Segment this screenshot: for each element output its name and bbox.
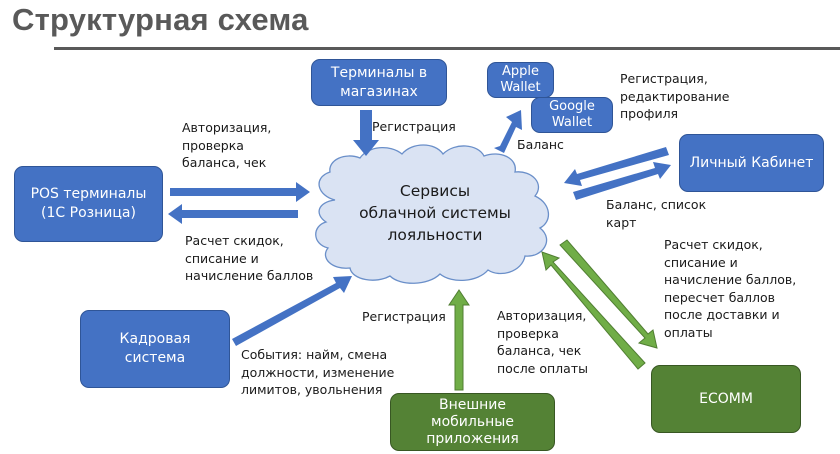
node-label: Внешние мобильные приложения (426, 396, 519, 447)
node-apple-wallet: Apple Wallet (487, 62, 554, 98)
arrow-mobile-to-cloud (448, 289, 470, 391)
arrow-cabinet-to-cloud (564, 147, 669, 186)
node-label: Кадровая система (119, 331, 191, 366)
label-terminals-registration: Регистрация (372, 119, 456, 134)
node-mobile-apps: Внешние мобильные приложения (390, 393, 555, 451)
node-label: Apple Wallet (500, 64, 541, 95)
slide-title: Структурная схема (12, 2, 309, 37)
node-pos-terminals: POS терминалы (1С Розница) (14, 166, 163, 242)
node-personal-cabinet: Личный Кабинет (679, 134, 824, 192)
label-cabinet-registration: Регистрация, редактирование профиля (620, 71, 730, 121)
arrow-cloud-to-ecomm (559, 239, 658, 349)
label-cabinet-balance: Баланс, список карт (606, 197, 707, 230)
arrow-terminals-to-cloud (353, 110, 379, 156)
arrow-hr-to-cloud (232, 276, 352, 346)
label-ecomm-discounts: Расчет скидок, списание и начисление бал… (664, 237, 797, 340)
label-wallet-balance: Баланс (517, 137, 564, 152)
node-ecomm: ECOMM (651, 365, 801, 433)
arrow-cloud-to-wallets (494, 110, 522, 153)
arrow-pos-to-cloud (170, 182, 310, 202)
arrow-cloud-to-cabinet (573, 162, 671, 200)
node-label: Личный Кабинет (689, 154, 814, 171)
node-label: POS терминалы (1С Розница) (30, 186, 147, 221)
label-pos-authorization: Авторизация, проверка баланса, чек (182, 120, 272, 170)
node-label: ECOMM (699, 390, 753, 407)
arrow-ecomm-to-cloud (541, 251, 646, 370)
node-google-wallet: Google Wallet (531, 97, 613, 133)
label-pos-discounts: Расчет скидок, списание и начисление бал… (185, 233, 314, 283)
arrow-cloud-to-pos (168, 204, 298, 224)
node-label: Терминалы в магазинах (330, 64, 428, 100)
loyalty-cloud-services: Сервисы облачной системы лояльности (359, 182, 511, 244)
node-store-terminals: Терминалы в магазинах (311, 59, 447, 106)
title-underline (54, 47, 840, 50)
cloud-shape (315, 144, 550, 284)
label-hr-events: События: найм, смена должности, изменени… (241, 347, 395, 397)
node-hr-system: Кадровая система (80, 310, 230, 388)
label-ecomm-authorization: Авторизация, проверка баланса, чек после… (497, 308, 588, 376)
node-label: Google Wallet (549, 99, 595, 130)
label-mobile-registration: Регистрация (362, 309, 446, 324)
